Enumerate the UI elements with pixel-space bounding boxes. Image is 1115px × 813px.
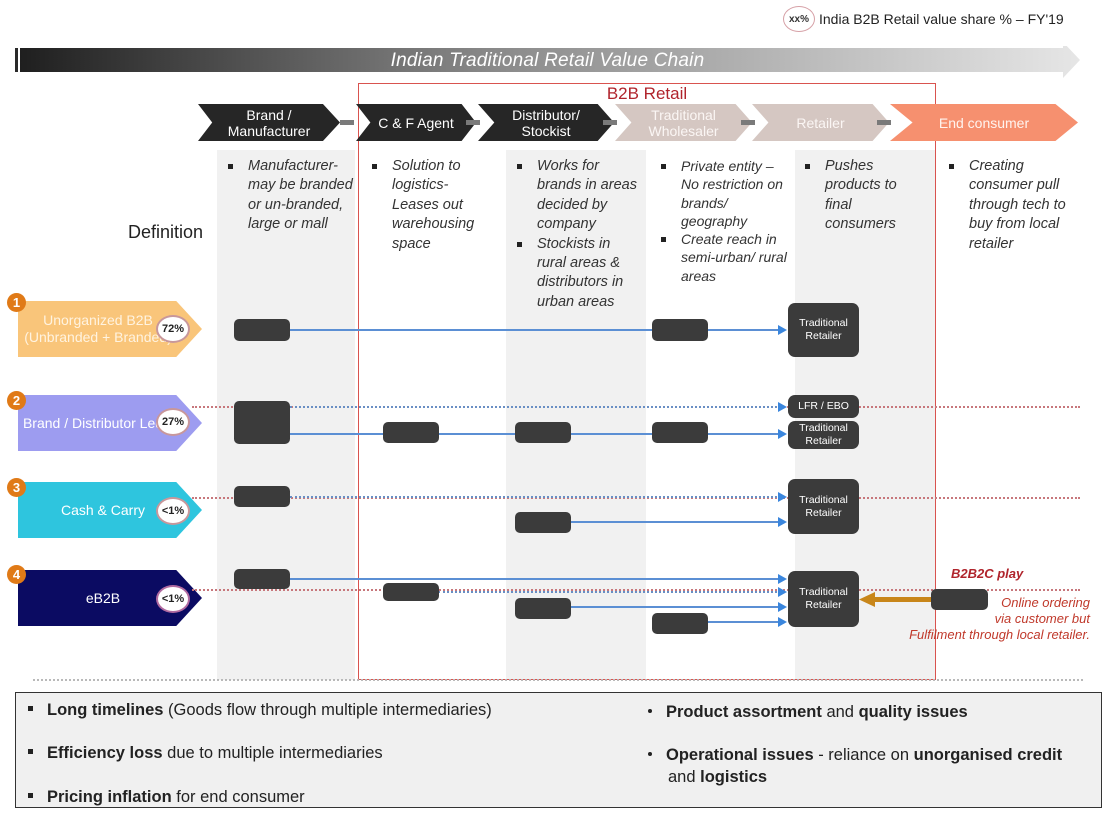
chain-connector	[603, 120, 617, 125]
chain-step-retailer: Retailer	[752, 104, 889, 141]
definition-brand: Manufacturer- may be branded or un-brand…	[226, 157, 354, 235]
node-distributor	[515, 422, 571, 443]
flow-line-dotted	[290, 406, 785, 408]
value-chain-banner-arrow	[15, 46, 1080, 78]
definition-distributor: Works for brands in areas decided by com…	[515, 157, 643, 312]
endpoint-lfr-ebo: LFR / EBO	[788, 395, 859, 418]
node-distributor	[515, 512, 571, 533]
issue-item: Operational issues - reliance on unorgan…	[648, 744, 1088, 788]
node-cf-agent	[383, 583, 439, 601]
chain-connector	[741, 120, 755, 125]
node-brand	[234, 486, 290, 507]
issue-item: Long timelines (Goods flow through multi…	[28, 699, 492, 721]
issues-panel	[15, 692, 1102, 808]
b2b2c-arrow-icon	[859, 592, 933, 607]
definition-cf-agent: Solution to logistics- Leases out wareho…	[370, 157, 498, 254]
arrow-head-icon	[778, 517, 787, 527]
channel-number-badge: 1	[7, 293, 26, 312]
legend: xx% India B2B Retail value share % – FY'…	[783, 6, 1064, 32]
flow-line	[290, 329, 785, 331]
endpoint-traditional-retailer: Traditional Retailer	[788, 479, 859, 534]
b2b2c-note: Online ordering via customer but Fulfilm…	[909, 595, 1090, 642]
definition-label: Definition	[128, 222, 204, 242]
banner-title: Indian Traditional Retail Value Chain	[390, 50, 705, 71]
definition-wholesaler: Private entity – No restriction on brand…	[659, 157, 787, 285]
flow-line	[290, 578, 785, 580]
node-brand	[234, 319, 290, 341]
legend-text: India B2B Retail value share % – FY'19	[819, 11, 1064, 27]
share-badge: <1%	[156, 497, 190, 525]
share-badge: 27%	[156, 408, 190, 436]
arrow-head-icon	[778, 429, 787, 439]
node-wholesaler	[652, 422, 708, 443]
node-eb2b-platform	[931, 589, 988, 610]
issue-item: Pricing inflation for end consumer	[28, 786, 305, 808]
chain-step-distributor: Distributor/Stockist	[478, 104, 614, 141]
share-badge: 72%	[156, 315, 190, 343]
arrow-head-icon	[778, 492, 787, 502]
definition-retailer: Pushes products to final consumers	[803, 157, 923, 235]
channel-number-badge: 4	[7, 565, 26, 584]
endpoint-traditional-retailer: Traditional Retailer	[788, 421, 859, 449]
arrow-head-icon	[778, 587, 787, 597]
arrow-head-icon	[778, 325, 787, 335]
node-wholesaler	[652, 613, 708, 634]
arrow-head-icon	[778, 602, 787, 612]
channel-number-badge: 2	[7, 391, 26, 410]
arrow-head-icon	[778, 617, 787, 627]
definition-end-consumer: Creating consumer pull through tech to b…	[947, 157, 1077, 254]
row-guide-3	[192, 497, 1080, 499]
arrow-head-icon	[778, 402, 787, 412]
issue-item: Efficiency loss due to multiple intermed…	[28, 742, 383, 764]
chain-step-brand: Brand /Manufacturer	[198, 104, 340, 141]
node-brand	[234, 401, 290, 444]
endpoint-traditional-retailer: Traditional Retailer	[788, 303, 859, 357]
legend-badge: xx%	[783, 6, 815, 32]
row-guide-4	[192, 589, 1080, 591]
flow-line-dotted	[290, 496, 785, 498]
chain-step-end-consumer: End consumer	[890, 104, 1078, 141]
b2b2c-title: B2B2C play	[951, 566, 1024, 581]
flow-line	[571, 606, 785, 608]
b2b-retail-label: B2B Retail	[606, 84, 688, 103]
endpoint-traditional-retailer: Traditional Retailer	[788, 571, 859, 627]
node-cf-agent	[383, 422, 439, 443]
channel-cash-and-carry: Cash & Carry	[18, 482, 202, 538]
arrow-head-icon	[778, 574, 787, 584]
issue-item: Product assortment and quality issues	[648, 701, 968, 723]
chain-connector	[466, 120, 480, 125]
flow-line	[708, 621, 785, 623]
node-brand	[234, 569, 290, 589]
share-badge: <1%	[156, 585, 190, 613]
bottom-divider	[33, 679, 1083, 681]
node-wholesaler	[652, 319, 708, 341]
channel-number-badge: 3	[7, 478, 26, 497]
chain-step-cf-agent: C & F Agent	[356, 104, 476, 141]
chain-connector	[340, 120, 354, 125]
flow-line-dotted	[438, 591, 785, 593]
chain-connector	[877, 120, 891, 125]
node-distributor	[515, 598, 571, 619]
flow-line	[571, 521, 785, 523]
